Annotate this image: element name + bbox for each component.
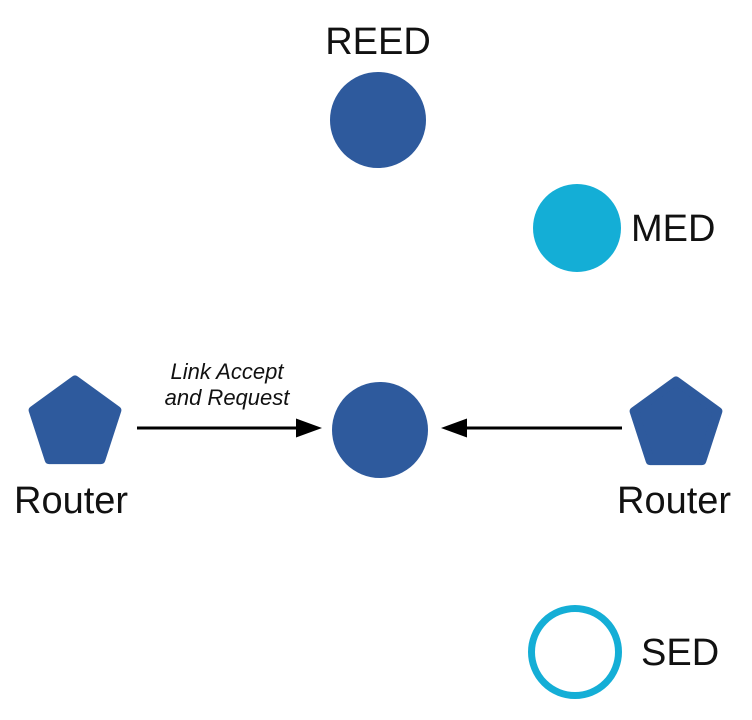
arrow-right-router-to-joiner	[441, 418, 622, 438]
arrow-left-head	[296, 418, 322, 438]
router-right-pentagon	[629, 376, 723, 466]
router-left-pentagon	[28, 375, 122, 465]
joiner-node-circle	[332, 382, 428, 478]
reed-label: REED	[325, 21, 431, 63]
edge-label-link-accept-and-request: Link Accept and Request	[127, 359, 327, 411]
med-label: MED	[631, 208, 716, 250]
reed-node-circle	[330, 72, 426, 168]
arrow-left-router-to-joiner	[137, 418, 322, 438]
med-node-circle	[533, 184, 621, 272]
router-right-label: Router	[617, 480, 732, 522]
edge-label-line2: and Request	[164, 385, 290, 410]
sed-node-ring	[528, 605, 622, 699]
arrow-right-head	[441, 418, 467, 438]
router-left-label: Router	[14, 480, 129, 522]
sed-label: SED	[641, 632, 720, 674]
edge-label-line1: Link Accept	[170, 359, 284, 384]
